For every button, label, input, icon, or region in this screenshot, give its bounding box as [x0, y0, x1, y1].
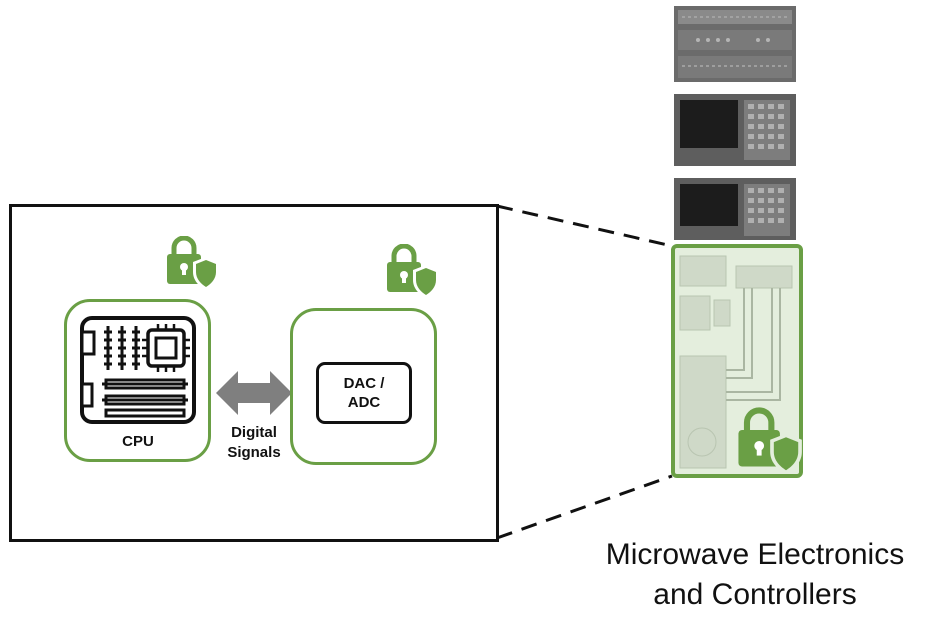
cpu-label: CPU [122, 433, 154, 450]
rack-caption-line1: Microwave Electronics [605, 538, 905, 571]
dac-adc-box: DAC / ADC [316, 362, 412, 424]
digital-signals-label-line1: Digital [231, 424, 277, 441]
rack-unit-top [674, 6, 796, 82]
lock-shield-icon [387, 244, 439, 298]
dac-adc-label-line1: DAC / [343, 375, 385, 392]
double-arrow-icon [216, 371, 292, 415]
rack-caption: Microwave Electronics and Controllers [560, 535, 947, 615]
zoom-connector-bottom [496, 474, 673, 540]
digital-signals-label: Digital Signals [212, 423, 296, 463]
rack-unit-scope-2 [674, 178, 796, 240]
digital-signals-label-line2: Signals [227, 444, 281, 461]
rack-unit-scope-1 [674, 94, 796, 166]
rack-caption-line2: and Controllers [653, 578, 857, 611]
rack-controller-section [671, 244, 803, 478]
lock-shield-icon [738, 407, 802, 474]
equipment-rack [671, 6, 803, 478]
dac-adc-label-line2: ADC [347, 394, 381, 411]
lock-shield-icon [167, 236, 219, 290]
motherboard-icon [80, 316, 196, 424]
zoom-connector-top [496, 204, 673, 248]
